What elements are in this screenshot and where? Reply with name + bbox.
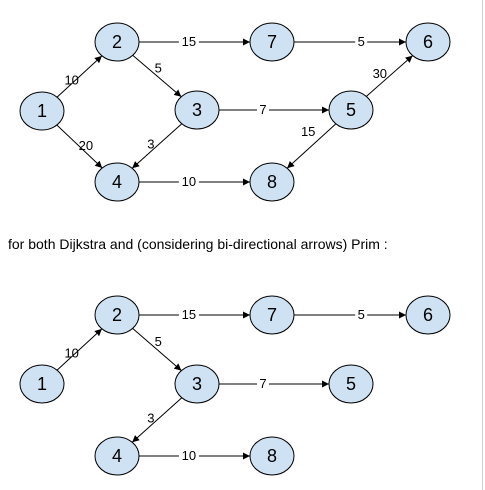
graph-node-label: 6 [423,32,433,52]
graph-node-2 [94,295,140,335]
graph-node-6 [405,295,451,335]
edge-weight-label: 5 [358,34,365,49]
graph-node-1 [19,364,65,404]
graph-node-7 [249,22,295,62]
edge-arrow-5-6 [366,55,413,97]
edge-label-background [178,34,199,48]
graph-node-1 [19,91,65,131]
graph-node-label: 5 [346,100,356,120]
edge-label-background [355,307,368,321]
graph-node-label: 4 [112,172,122,192]
graph-node-5 [328,90,374,130]
graph-node-7 [249,295,295,335]
shortest-path-tree-graph: 10 15 5 5 7 3 10 1 2 3 4 5 6 7 8 [19,295,451,476]
edge-weight-label: 5 [358,307,365,322]
edge-weight-label: 5 [155,61,162,76]
graph-node-3 [174,90,220,130]
graph-node-label: 1 [37,101,47,121]
graph-node-2 [94,22,140,62]
edge-arrow-1-2 [56,328,103,371]
edge-arrow-3-4 [131,123,183,169]
graph-node-label: 2 [112,32,122,52]
graph-node-label: 4 [112,446,122,466]
graph-node-4 [94,436,140,476]
edge-weight-label: 7 [259,376,266,391]
edge-weight-label: 7 [259,102,266,117]
edge-weight-label: 30 [373,66,387,81]
graph-node-3 [174,364,220,404]
edge-weight-label: 15 [182,34,196,49]
graph-node-label: 1 [37,374,47,394]
edge-weight-label: 10 [64,72,78,87]
edge-label-background [355,34,368,48]
graph-node-label: 6 [423,305,433,325]
graph-node-label: 8 [267,172,277,192]
edge-weight-label: 3 [147,411,154,426]
graph-node-label: 3 [192,374,202,394]
edge-arrow-1-4 [56,124,103,169]
edge-label-background [178,307,199,321]
edge-weight-label: 20 [79,138,93,153]
edge-arrow-3-4 [131,397,183,443]
graph-node-label: 2 [112,305,122,325]
graph-node-8 [249,436,295,476]
edge-arrow-2-3 [132,54,182,98]
graph-node-6 [405,22,451,62]
caption-text: for both Dijkstra and (considering bi-di… [8,236,388,252]
edge-arrow-5-8 [286,123,337,169]
graph-node-label: 8 [267,446,277,466]
graph-node-8 [249,162,295,202]
edge-arrow-2-3 [132,328,182,371]
edge-weight-label: 3 [147,137,154,152]
graph-node-label: 7 [267,32,277,52]
graph-node-4 [94,162,140,202]
graph-node-5 [328,364,374,404]
edge-weight-label: 15 [182,307,196,322]
edge-weight-label: 10 [182,174,196,189]
graph-node-label: 5 [346,374,356,394]
original-graph: 10 20 15 5 5 7 3 30 15 10 1 2 3 4 5 6 7 8 [19,22,451,202]
edge-arrow-1-2 [56,55,103,98]
graph-node-label: 3 [192,100,202,120]
edge-weight-label: 5 [155,334,162,349]
edge-weight-label: 15 [301,124,315,139]
page-edge-divider [482,0,483,490]
edge-label-background [178,448,199,462]
edge-label-background [257,102,269,116]
graph-node-label: 7 [267,305,277,325]
edge-weight-label: 10 [182,448,196,463]
edge-weight-label: 10 [64,345,78,360]
edge-label-background [178,174,199,188]
edge-label-background [257,376,269,390]
